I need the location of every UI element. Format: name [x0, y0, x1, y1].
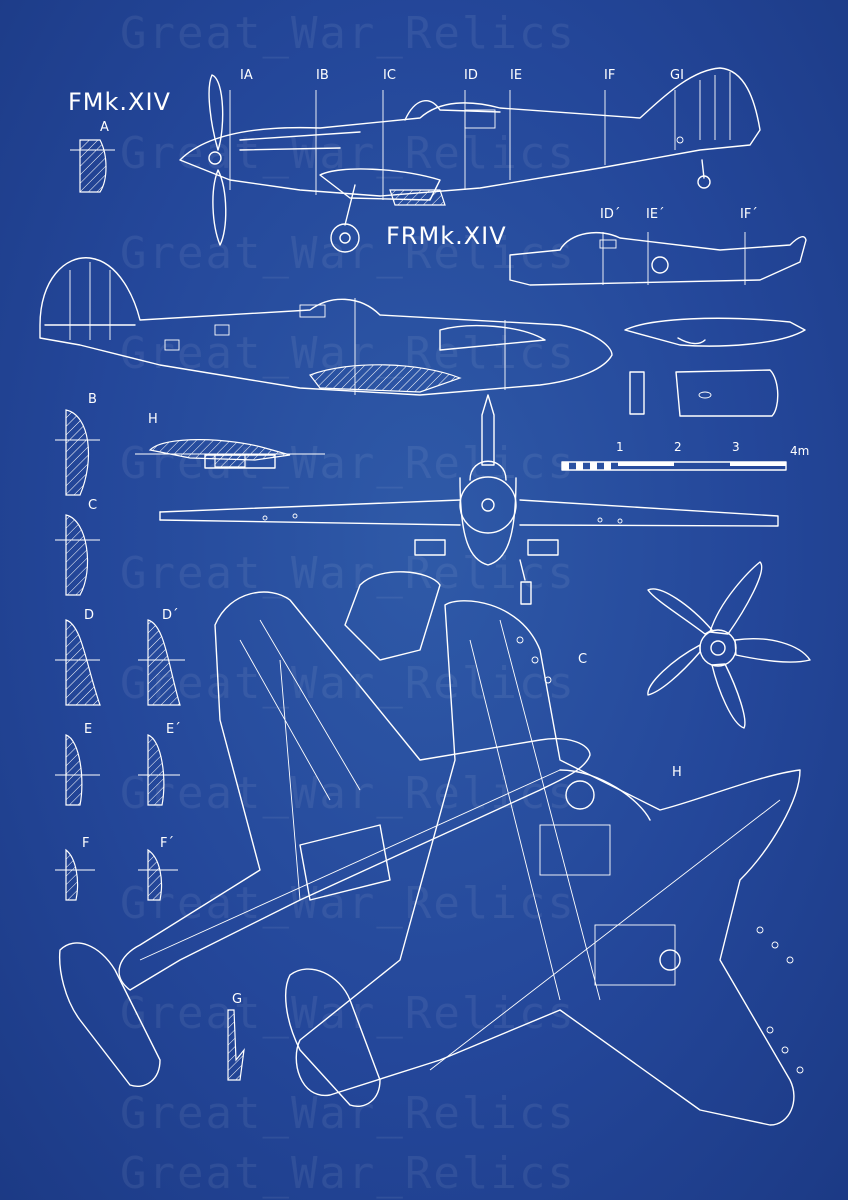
recon-station-label: IE´	[646, 207, 665, 222]
scale-tick-label: 4m	[790, 444, 810, 458]
section-label-b: B	[88, 392, 97, 407]
section-label-d-prime: D´	[162, 608, 179, 623]
station-label: IB	[316, 68, 329, 83]
watermark-text: Great_War_Relics	[120, 8, 576, 59]
scale-tick-label: 1	[616, 440, 624, 454]
station-label: IC	[383, 68, 396, 83]
watermark-text: Great_War_Relics	[120, 548, 576, 599]
plan-view-lower	[285, 600, 804, 1126]
plan-label-h: H	[672, 765, 682, 780]
section-label-f-prime: F´	[160, 836, 174, 851]
section-label-c: C	[88, 498, 98, 513]
section-h-airfoil	[135, 439, 325, 469]
scale-tick-label: 2	[674, 440, 682, 454]
section-label-f: F	[82, 836, 90, 851]
recon-fuselage-section	[509, 231, 807, 286]
watermark-text: Great_War_Relics	[120, 988, 576, 1039]
watermark-text: Great_War_Relics	[120, 878, 576, 929]
watermark-text: Great_War_Relics	[120, 1148, 576, 1199]
recon-station-label: IF´	[740, 207, 758, 222]
section-label-g: G	[232, 992, 243, 1007]
section-label-h: H	[148, 412, 158, 427]
watermark-text: Great_War_Relics	[120, 228, 576, 279]
propeller-front-view	[647, 561, 811, 729]
section-label-e: E	[84, 722, 93, 737]
canopy-detail	[624, 317, 806, 417]
plan-label-c: C	[578, 652, 588, 667]
station-label: ID	[464, 68, 478, 83]
side-view-reverse	[39, 257, 613, 396]
cross-sections	[55, 139, 245, 1081]
variant-label-fighter: FMk.XIV	[68, 88, 171, 116]
watermark-text: Great_War_Relics	[120, 658, 576, 709]
watermark-text: Great_War_Relics	[120, 768, 576, 819]
station-label: GI	[670, 68, 684, 83]
section-label-a: A	[100, 120, 109, 135]
station-label: IE	[510, 68, 523, 83]
plan-view-upper	[58, 571, 591, 1087]
station-label: IA	[240, 68, 253, 83]
station-label: IF	[604, 68, 616, 83]
side-view-fighter	[179, 67, 761, 253]
recon-station-label: ID´	[600, 207, 621, 222]
front-view	[159, 394, 779, 605]
section-label-e-prime: E´	[166, 722, 181, 737]
variant-label-recon: FRMk.XIV	[386, 222, 507, 250]
watermark-text: Great_War_Relics	[120, 128, 576, 179]
section-label-d: D	[84, 608, 95, 623]
scale-tick-label: 3	[732, 440, 740, 454]
scale-bar	[561, 461, 787, 471]
watermark-text: Great_War_Relics	[120, 1088, 576, 1139]
